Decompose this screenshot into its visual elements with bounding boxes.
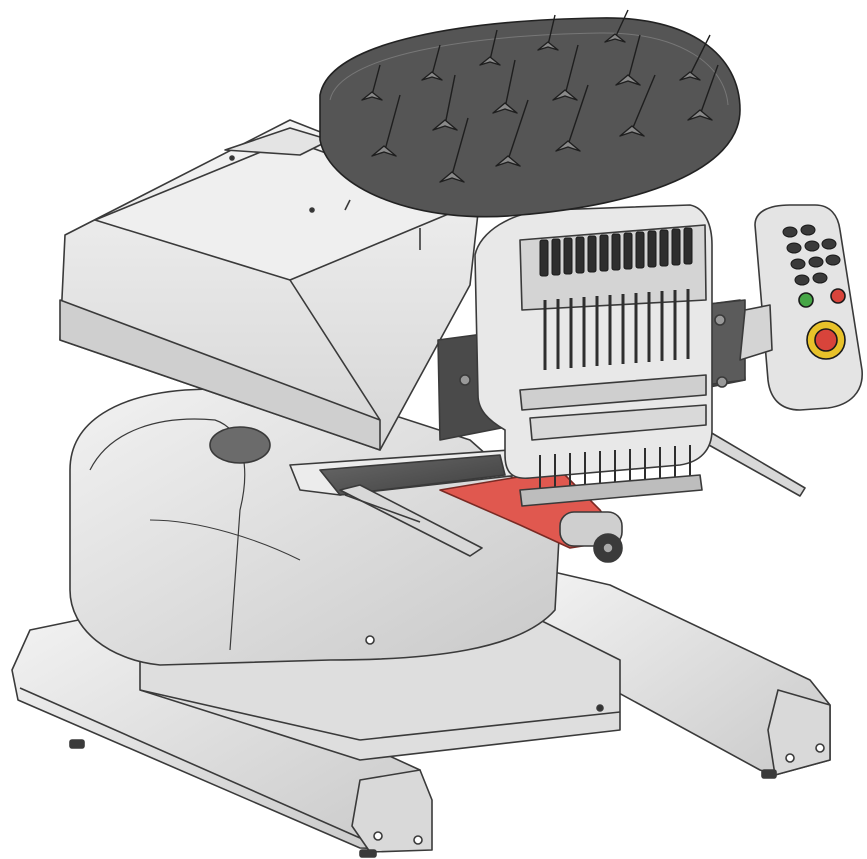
thread-stand <box>319 17 741 250</box>
spool-pins <box>361 9 719 183</box>
needle-head <box>474 204 713 507</box>
upper-housing <box>59 119 481 451</box>
hook-tray <box>289 449 521 496</box>
feet <box>69 739 777 858</box>
control-keypad <box>739 204 863 411</box>
